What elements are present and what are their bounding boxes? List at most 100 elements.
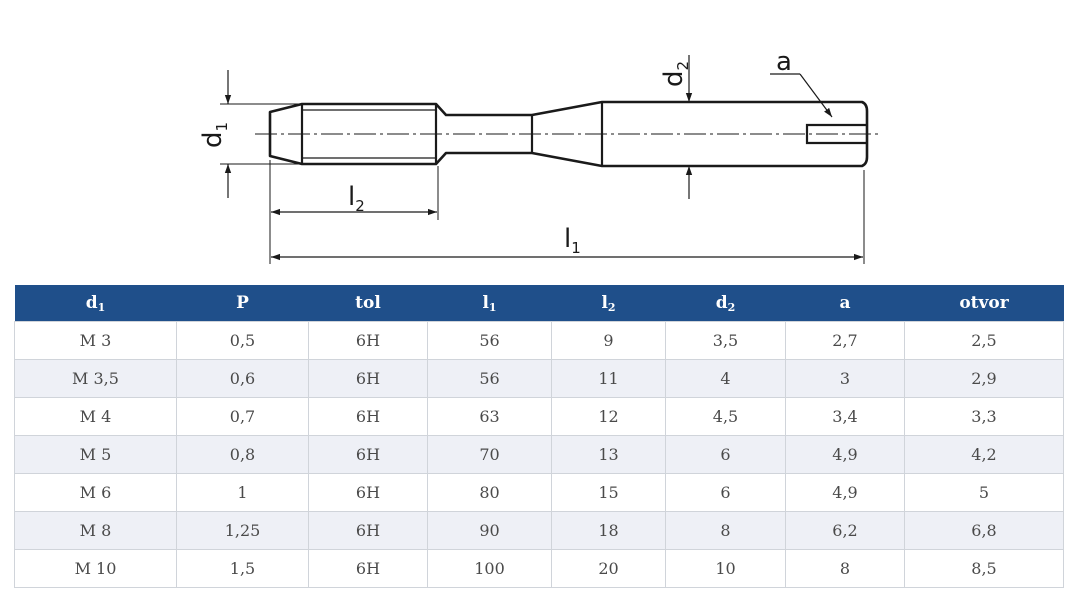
table-cell: 5 [904, 473, 1064, 512]
l2-label: l [348, 182, 355, 212]
table-cell: 0,8 [176, 435, 309, 474]
column-header: l1 [427, 285, 552, 322]
table-cell: 4 [665, 359, 786, 398]
column-header-subscript: 2 [727, 300, 736, 314]
square-slot [805, 123, 867, 145]
l2-label-sub: 2 [355, 197, 365, 215]
column-header: d2 [665, 285, 786, 322]
table-cell: 8,5 [904, 549, 1064, 588]
column-header-subscript: 2 [607, 300, 616, 314]
tap-body-outline [268, 100, 869, 168]
d2-label-sub: 2 [674, 61, 692, 71]
table-cell: 6H [308, 473, 428, 512]
table-cell: 4,9 [785, 473, 905, 512]
table-cell: 15 [551, 473, 666, 512]
table-cell: 1 [176, 473, 309, 512]
d1-label: d [198, 131, 228, 148]
column-header-label: a [839, 293, 851, 313]
table-cell: 3,5 [665, 321, 786, 360]
table-cell: 80 [427, 473, 552, 512]
table-cell: 6 [665, 435, 786, 474]
column-header: l2 [551, 285, 666, 322]
table-cell: 8 [785, 549, 905, 588]
table-cell: 0,5 [176, 321, 309, 360]
table-cell: 56 [427, 359, 552, 398]
table-cell: 2,5 [904, 321, 1064, 360]
column-header-subscript: 1 [488, 300, 497, 314]
d1-label-sub: 1 [213, 122, 231, 132]
column-header: otvor [904, 285, 1064, 322]
table-cell: M 10 [14, 549, 177, 588]
a-label: a [776, 47, 792, 77]
table-cell: 6H [308, 511, 428, 550]
column-header-label: l [482, 292, 489, 313]
table-cell: 1,5 [176, 549, 309, 588]
column-header-label: otvor [959, 293, 1009, 313]
table-cell: 6H [308, 397, 428, 436]
table-cell: 0,6 [176, 359, 309, 398]
table-cell: 100 [427, 549, 552, 588]
svg-text:l2: l2 [348, 182, 365, 215]
table-cell: 3,3 [904, 397, 1064, 436]
table-cell: M 5 [14, 435, 177, 474]
column-header: a [785, 285, 905, 322]
table-cell: 11 [551, 359, 666, 398]
table-cell: M 8 [14, 511, 177, 550]
table-cell: M 6 [14, 473, 177, 512]
table-cell: 63 [427, 397, 552, 436]
table-cell: M 3,5 [14, 359, 177, 398]
table-cell: 6,2 [785, 511, 905, 550]
column-header-label: P [236, 293, 249, 313]
table-cell: 6 [665, 473, 786, 512]
table-cell: 6H [308, 549, 428, 588]
table-cell: 70 [427, 435, 552, 474]
table-cell: 6H [308, 435, 428, 474]
a-leader-arrow [799, 73, 833, 118]
table-cell: 6H [308, 321, 428, 360]
table-cell: 4,9 [785, 435, 905, 474]
table-cell: 3,4 [785, 397, 905, 436]
table-cell: M 3 [14, 321, 177, 360]
table-cell: 18 [551, 511, 666, 550]
table-cell: 6,8 [904, 511, 1064, 550]
table-cell: 1,25 [176, 511, 309, 550]
table-cell: 56 [427, 321, 552, 360]
column-header: P [176, 285, 309, 322]
tap-technical-drawing: d1 d2 a l2 l1 [0, 0, 1073, 283]
column-header-subscript: 1 [97, 300, 106, 314]
table-cell: 9 [551, 321, 666, 360]
svg-text:l1: l1 [564, 224, 581, 257]
table-cell: 20 [551, 549, 666, 588]
column-header-label: d [715, 292, 728, 313]
table-cell: 3 [785, 359, 905, 398]
table-cell: 10 [665, 549, 786, 588]
table-cell: 4,5 [665, 397, 786, 436]
column-header-label: tol [355, 293, 381, 313]
l1-label-sub: 1 [571, 239, 581, 257]
svg-text:d1: d1 [198, 122, 231, 148]
table-cell: 0,7 [176, 397, 309, 436]
table-cell: 4,2 [904, 435, 1064, 474]
svg-text:d2: d2 [659, 61, 692, 87]
column-header-label: d [85, 292, 98, 313]
table-cell: 6H [308, 359, 428, 398]
column-header: tol [308, 285, 428, 322]
table-cell: M 4 [14, 397, 177, 436]
table-cell: 12 [551, 397, 666, 436]
table-cell: 8 [665, 511, 786, 550]
l1-label: l [564, 224, 571, 254]
table-cell: 2,9 [904, 359, 1064, 398]
d2-label: d [659, 70, 689, 87]
column-header: d1 [14, 285, 177, 322]
